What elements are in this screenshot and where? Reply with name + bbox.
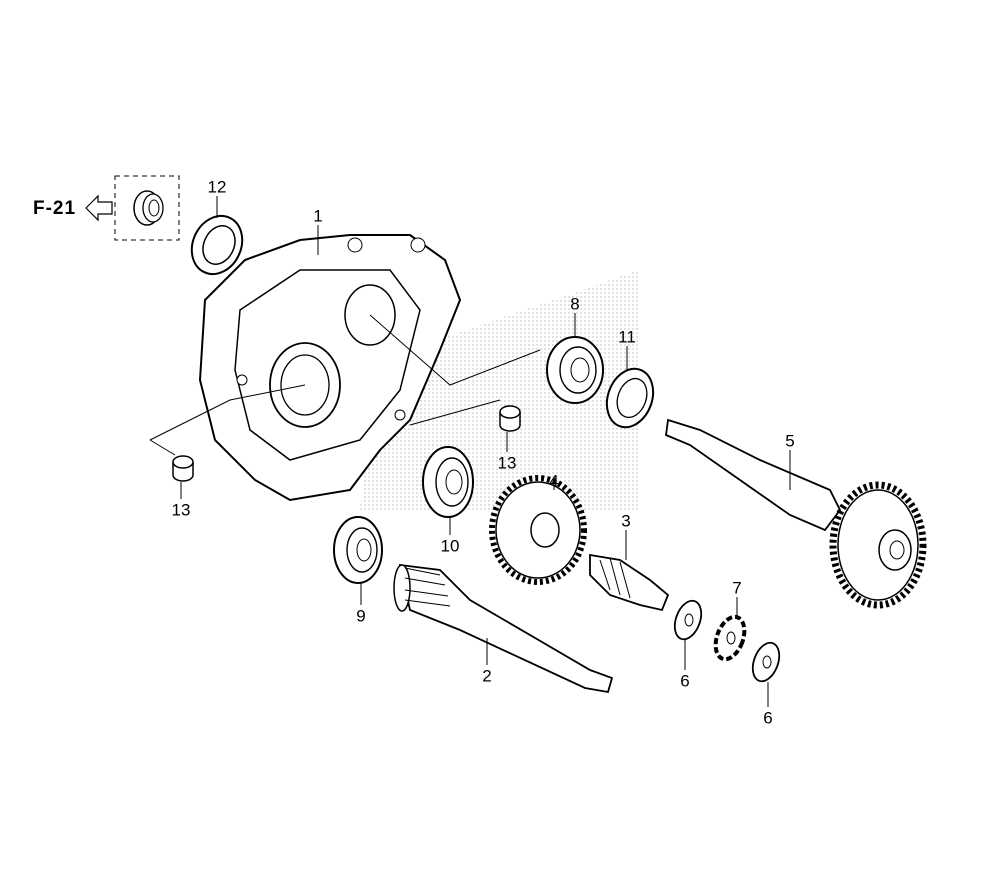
callout-13: 13 xyxy=(497,453,517,473)
reference-seal-part xyxy=(133,190,164,226)
part-12-oil-seal xyxy=(190,214,244,276)
callout-9: 9 xyxy=(356,606,366,626)
part-13-dowel-pin xyxy=(499,405,521,432)
leader-lines xyxy=(149,196,791,707)
callout-12: 12 xyxy=(207,177,227,197)
callout-5: 5 xyxy=(785,431,795,451)
part-5-final-shaft xyxy=(665,418,927,609)
callout-6: 6 xyxy=(680,671,690,691)
part-8-bearing xyxy=(546,336,604,404)
callout-13: 13 xyxy=(171,500,191,520)
part-9-bearing xyxy=(333,516,383,584)
part-4-gear xyxy=(489,475,587,585)
part-3-pinion-shaft xyxy=(589,553,670,612)
part-11-oil-seal xyxy=(605,367,655,429)
callout-3: 3 xyxy=(621,511,631,531)
callout-7: 7 xyxy=(732,578,742,598)
part-2-main-shaft xyxy=(393,563,614,694)
reference-box xyxy=(114,175,180,241)
reference-label-f21[interactable]: F-21 xyxy=(33,198,77,219)
callout-1: 1 xyxy=(313,206,323,226)
part-7-lock-washer xyxy=(713,614,747,662)
callout-4: 4 xyxy=(549,471,559,491)
callout-11: 11 xyxy=(618,327,636,347)
callout-6: 6 xyxy=(763,708,773,728)
callout-10: 10 xyxy=(440,536,460,556)
reference-arrow-icon xyxy=(85,194,113,222)
callout-8: 8 xyxy=(570,294,580,314)
callout-2: 2 xyxy=(482,666,492,686)
shading-area xyxy=(360,270,640,510)
part-6-washer xyxy=(751,641,781,683)
part-6-washer xyxy=(673,599,703,641)
part-13-dowel-pin xyxy=(172,455,194,482)
part-10-bearing xyxy=(422,446,474,518)
